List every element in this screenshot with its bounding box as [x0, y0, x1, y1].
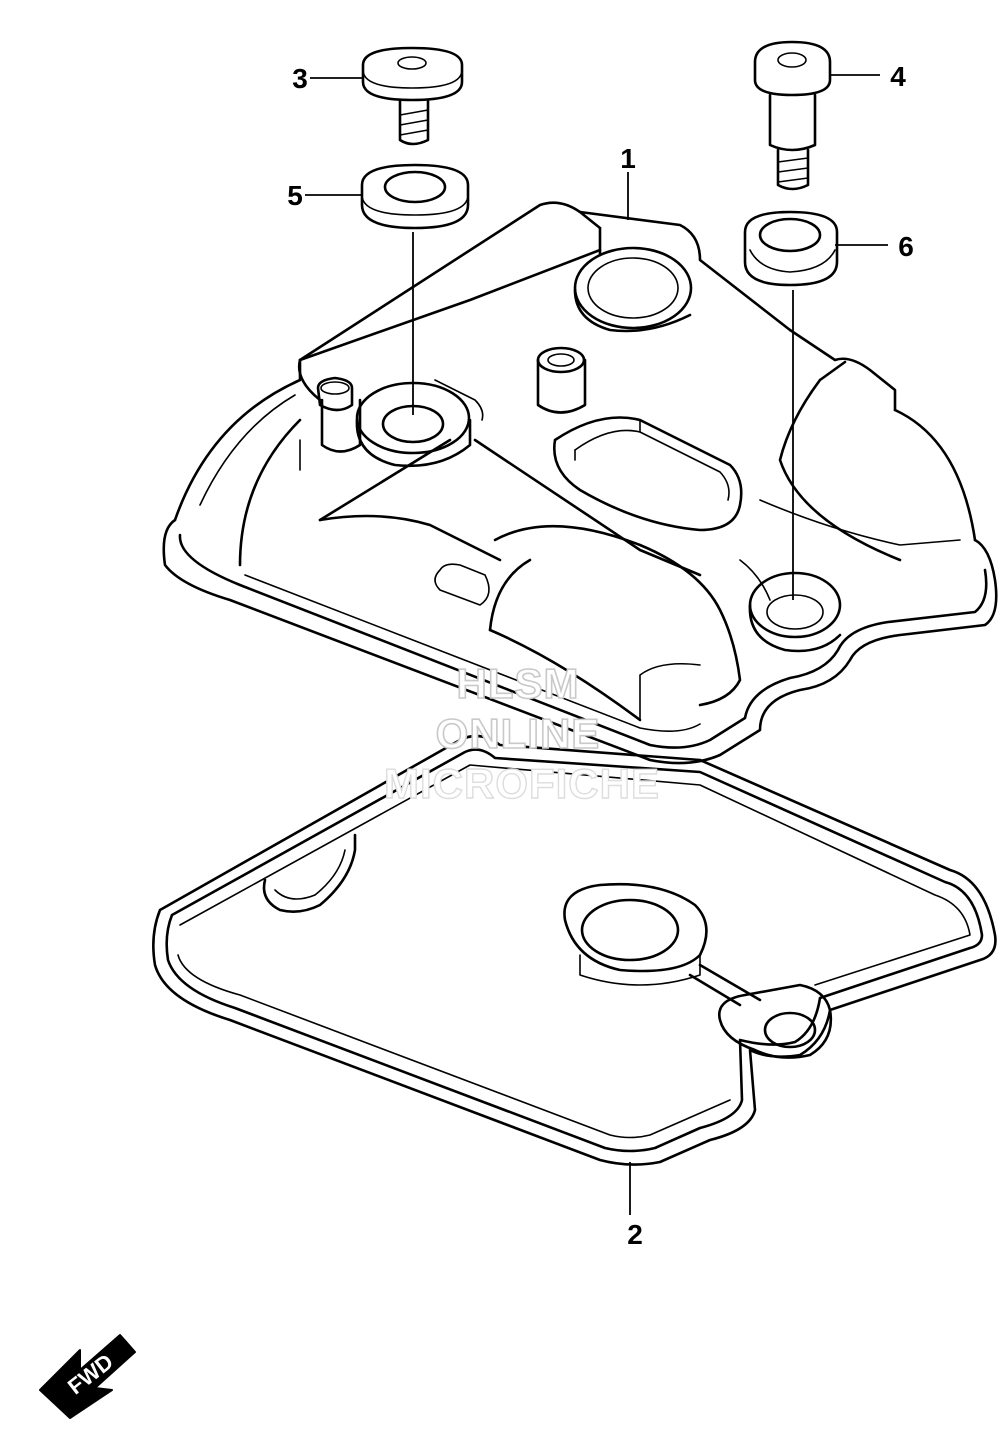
callout-part-5: 5 [287, 180, 303, 211]
callout-part-6: 6 [898, 231, 914, 262]
valve-cover-gasket [152, 734, 997, 1166]
callout-part-2: 2 [627, 1219, 643, 1250]
callout-part-4: 4 [890, 61, 906, 92]
watermark-line-3: MICROFICHE [384, 760, 660, 807]
bolt-part-3 [361, 46, 464, 146]
watermark-line-1: HLSM [457, 660, 580, 707]
grommet-part-6 [743, 210, 839, 287]
grommet-part-5 [360, 163, 470, 230]
callout-part-3: 3 [292, 63, 308, 94]
forward-arrow-icon: FWD [39, 1334, 136, 1419]
callout-part-1: 1 [620, 143, 636, 174]
valve-cover [162, 201, 998, 765]
watermark-line-2: ONLINE [436, 710, 601, 757]
bolt-part-4 [753, 40, 832, 191]
watermark: HLSM ONLINE MICROFICHE [383, 659, 660, 808]
callout-labels: 1 2 3 4 5 6 [287, 61, 914, 1250]
leader-lines [305, 74, 888, 1215]
